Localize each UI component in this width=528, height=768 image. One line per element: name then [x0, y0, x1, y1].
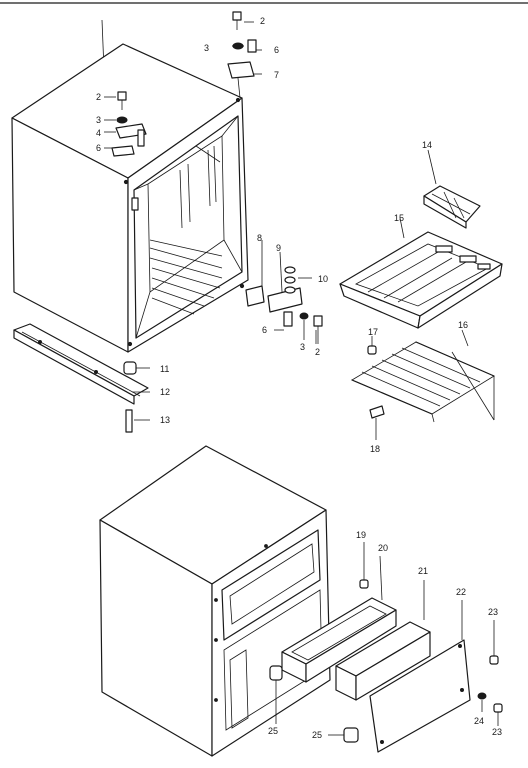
screw-part-23-lower	[493, 703, 503, 713]
small-parts-17-18	[367, 336, 385, 440]
label-6-top: 6	[274, 45, 279, 55]
clip-part-25-cabinet	[269, 665, 283, 681]
label-9: 9	[276, 243, 281, 253]
label-13: 13	[160, 415, 170, 425]
label-15: 15	[394, 213, 404, 223]
label-14: 14	[422, 140, 432, 150]
fasteners-19-23-24-25	[269, 542, 503, 743]
clip-part-17	[367, 345, 377, 355]
top-hinge-assembly	[227, 11, 262, 99]
label-6-bottom: 6	[262, 325, 267, 335]
screw-part-23-upper	[489, 655, 499, 665]
washer-part-3-left	[116, 116, 128, 124]
upper-cabinet	[11, 43, 249, 353]
label-6-left: 6	[96, 143, 101, 153]
label-18: 18	[370, 444, 380, 454]
label-20: 20	[378, 543, 388, 553]
label-23-upper: 23	[488, 607, 498, 617]
gasket-frame-part-20	[281, 597, 397, 683]
clip-part-25-loose	[343, 727, 359, 743]
hinge-part-8	[245, 285, 265, 307]
label-3-left: 3	[96, 115, 101, 125]
washer-part-3-bottom	[299, 312, 309, 320]
pin-part-6-bottom	[283, 311, 293, 327]
ice-tray-side	[423, 195, 467, 229]
drip-tray-part-15	[339, 217, 503, 329]
foot-part-11	[123, 361, 137, 375]
hinge-part-7-top	[227, 61, 255, 79]
ice-tray-part-14	[423, 149, 481, 229]
label-12: 12	[160, 387, 170, 397]
label-17: 17	[368, 327, 378, 337]
screw-part-2-left	[117, 91, 127, 101]
pin-part-6-top	[247, 39, 257, 53]
washers-part-10	[284, 286, 296, 294]
cover-plate-part-22	[369, 600, 471, 753]
label-7-top: 7	[274, 70, 279, 80]
label-25-loose: 25	[312, 730, 322, 740]
wire-shelf-part-16	[351, 329, 495, 423]
clip-part-18	[369, 405, 385, 419]
base-rail-front	[13, 329, 135, 405]
label-8: 8	[257, 233, 262, 243]
label-11: 11	[160, 364, 169, 374]
lower-cabinet	[99, 445, 331, 757]
cover-plate	[369, 639, 471, 753]
latch-part	[131, 197, 139, 211]
base-rail-assembly	[13, 323, 150, 433]
left-hinge-assembly	[104, 91, 147, 157]
bolt-part-13	[125, 409, 133, 433]
label-16: 16	[458, 320, 468, 330]
freezer-compartment	[221, 529, 321, 641]
screw-part-2-top	[232, 11, 242, 21]
label-2-bottom: 2	[315, 347, 320, 357]
label-21: 21	[418, 566, 428, 576]
plate-part-6-left	[111, 145, 135, 157]
label-10: 10	[318, 274, 328, 284]
screw-part-19	[359, 579, 369, 589]
label-19: 19	[356, 530, 366, 540]
bottom-hinge-assembly	[245, 240, 323, 344]
label-25-cabinet: 25	[268, 726, 278, 736]
screw-part-2-bottom	[313, 315, 323, 327]
label-3-bottom: 3	[300, 342, 305, 352]
label-4-left: 4	[96, 128, 101, 138]
evaporator-part-21	[335, 580, 431, 701]
label-23-lower: 23	[492, 727, 502, 737]
label-24: 24	[474, 716, 484, 726]
part-labels: 2 3 6 7 2 3 4 6 8 9 10 6 3 2 11 12 13 14…	[96, 16, 502, 740]
label-2-top: 2	[260, 16, 265, 26]
washer-part-24	[477, 692, 487, 700]
label-3-top: 3	[204, 43, 209, 53]
label-22: 22	[456, 587, 466, 597]
label-2-left: 2	[96, 92, 101, 102]
hinge-pin-part	[137, 129, 145, 147]
